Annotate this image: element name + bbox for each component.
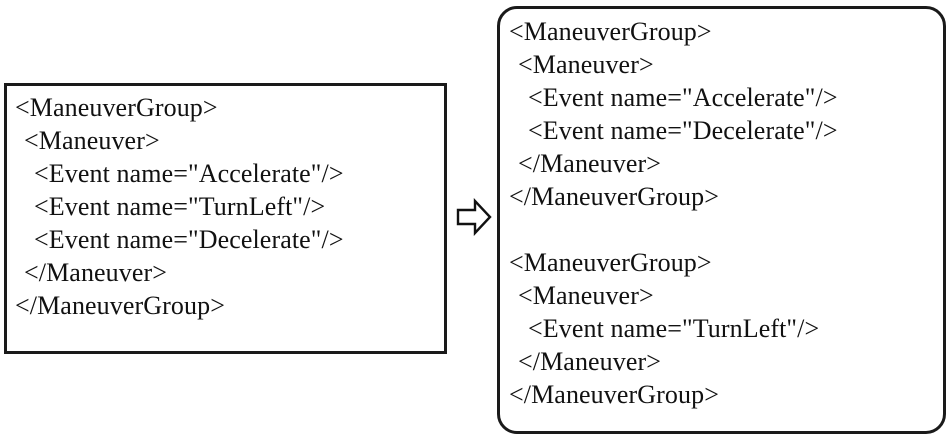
code-line: <Event name="Accelerate"/>	[528, 83, 838, 112]
code-line: <Event name="TurnLeft"/>	[528, 314, 820, 343]
code-line: <ManeuverGroup>	[509, 17, 712, 46]
code-line: </ManeuverGroup>	[15, 291, 225, 320]
right-arrow-icon	[456, 198, 492, 236]
code-line: <Event name="Accelerate"/>	[34, 159, 344, 188]
code-line: <Maneuver>	[518, 50, 654, 79]
code-line: </Maneuver>	[518, 347, 662, 376]
code-line: </Maneuver>	[24, 258, 168, 287]
result-xml-code: <ManeuverGroup> <Maneuver> <Event name="Ac…	[509, 15, 838, 411]
code-line: <Event name="TurnLeft"/>	[34, 192, 326, 221]
code-line: <Maneuver>	[24, 126, 160, 155]
code-line: </ManeuverGroup>	[509, 380, 719, 409]
code-line: <Maneuver>	[518, 281, 654, 310]
source-xml-box: <ManeuverGroup> <Maneuver> <Event name="Ac…	[4, 83, 447, 354]
source-xml-code: <ManeuverGroup> <Maneuver> <Event name="Ac…	[15, 91, 344, 322]
result-xml-box: <ManeuverGroup> <Maneuver> <Event name="Ac…	[497, 6, 946, 434]
code-line: <ManeuverGroup>	[509, 248, 712, 277]
code-line: <Event name="Decelerate"/>	[34, 225, 344, 254]
code-line: </Maneuver>	[518, 149, 662, 178]
code-line: </ManeuverGroup>	[509, 182, 719, 211]
code-line-blank	[509, 213, 838, 246]
code-line: <ManeuverGroup>	[15, 93, 218, 122]
code-line: <Event name="Decelerate"/>	[528, 116, 838, 145]
